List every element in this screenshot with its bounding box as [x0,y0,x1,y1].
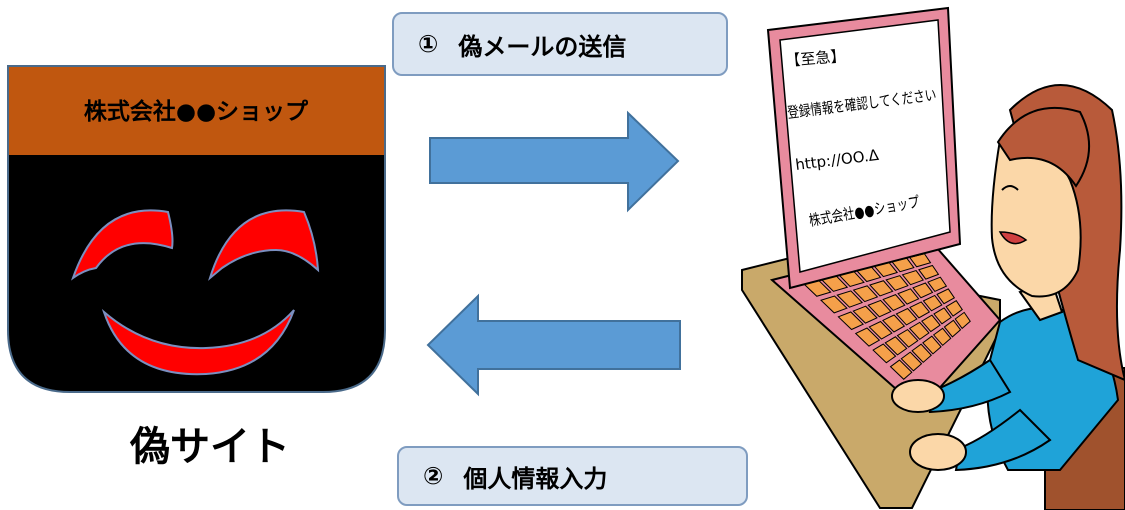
right-eye [208,209,320,281]
step-1-label: 偽メールの送信 [458,32,627,61]
keyboard-key [945,300,963,317]
keyboard-key [867,299,892,318]
left-eye [71,209,174,281]
keyboard-key [932,327,952,347]
company-name: 株式会社●●ショップ [84,98,309,125]
keyboard-key [852,305,878,324]
keyboard-key [912,282,934,299]
keyboard-key [836,290,864,308]
smiling-face-icon [71,209,320,376]
step-1-number: ① [418,30,439,58]
keyboard-key [869,280,894,297]
step-2-number: ② [423,462,444,490]
fake-site-shield: 株式会社●●ショップ [7,65,386,393]
keyboard-key [837,311,864,331]
person-arm-lower [954,408,1052,472]
keyboard [802,253,971,380]
keyboard-key [889,359,913,380]
shield-header [9,67,384,155]
keyboard-key [885,275,909,291]
keyboard-key [900,351,923,372]
person-hand-upper [891,379,945,413]
keyboard-key [927,276,948,293]
person-eye [1001,185,1019,191]
keyboard-key [933,307,952,325]
arrow-right [429,110,680,213]
person-arm [928,358,1012,414]
fake-site-caption: 偽サイト [130,424,290,470]
keyboard-key [872,343,897,364]
person-mouth [998,231,1028,245]
step-2-label: 個人情報入力 [463,464,608,493]
keyboard-key [895,307,918,326]
keyboard-key [954,311,971,330]
mouth [101,308,295,376]
step-1-box: ① 偽メールの送信 [392,12,728,76]
keyboard-key [922,294,943,312]
keyboard-key [854,327,881,347]
keyboard-key [881,314,906,333]
keyboard-key [896,328,919,348]
keyboard-key [921,314,941,333]
keyboard-key [901,269,924,286]
keyboard-key [820,295,848,314]
laptop-screen [779,19,951,273]
keyboard-key [884,336,908,356]
keyboard-key [936,288,956,305]
arrow-left [426,293,681,397]
keyboard-key [882,294,906,312]
person-hair-front [996,106,1090,188]
keyboard-key [943,319,962,338]
person-hand-lower [909,433,967,471]
keyboard-key [909,301,931,319]
keyboard-key [911,343,933,364]
keyboard-key [852,285,879,303]
keyboard-key [918,264,940,280]
keyboard-key [908,321,930,341]
keyboard-key [868,320,893,340]
keyboard-key [897,288,920,305]
email-subject: 【至急】 [785,47,846,70]
keyboard-key [922,335,942,355]
step-2-box: ② 個人情報入力 [397,446,748,506]
laptop-user-illustration: 【至急】 登録情報を確認してください http://OO.Δ 株式会社●●ショッ… [741,6,1125,510]
